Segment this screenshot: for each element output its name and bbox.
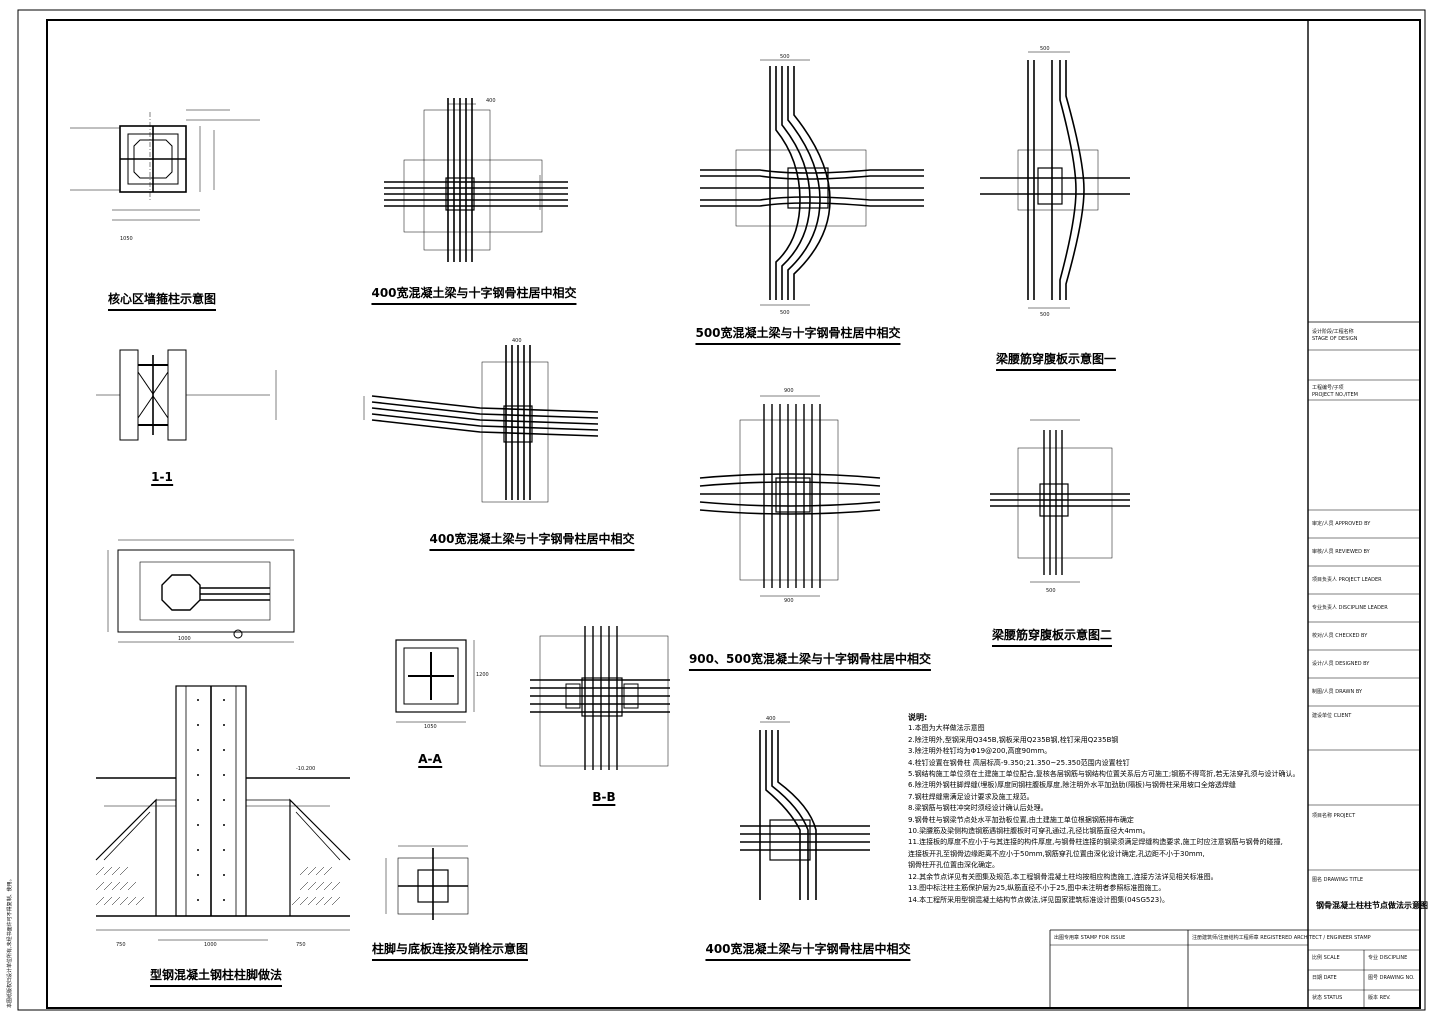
dim-base-plate-width: 1000: [178, 636, 191, 642]
notes-line: 5.钢结构施工单位须在土建施工单位配合,复核各层钢筋与钢结构位置关系后方可施工;…: [908, 770, 1300, 779]
notes-heading: 说明:: [908, 713, 928, 722]
dim-joint-500-top: 500: [780, 54, 790, 60]
notes-line: 连接板开孔至钢骨边缘距离不应小于50mm,钢筋穿孔位置由深化设计确定,孔边距不小…: [908, 849, 1205, 858]
soil-hatch: [95, 866, 341, 906]
title-joint-400-b: 400宽混凝土梁与十字钢骨柱居中相交: [429, 530, 635, 551]
label-section-b-b: B-B: [592, 790, 616, 806]
tb-row: 制图/人员 DRAWN BY: [1312, 689, 1363, 695]
tb-row: 设计/人员 DESIGNED BY: [1312, 661, 1370, 667]
tb-row: 审核/人员 REVIEWED BY: [1312, 549, 1370, 555]
notes-line: 1.本图为大样做法示意图: [908, 724, 985, 733]
joint-400-c: [740, 721, 870, 900]
elevation-mark: -10.200: [296, 766, 316, 772]
title-joint-400-c: 400宽混凝土梁与十字钢骨柱居中相交: [705, 940, 911, 961]
notes-line: 6.除注明外钢柱脚焊缝(埋板)厚度同钢柱腹板厚度,除注明外水平加劲肋(隔板)与钢…: [908, 781, 1236, 790]
tb-design-stage: 设计阶段/工程名称: [1312, 329, 1354, 335]
title-joint-500: 500宽混凝土梁与十字钢骨柱居中相交: [695, 324, 901, 345]
joint-900-500: [699, 395, 881, 597]
notes-line: 8.梁钢筋与钢柱冲突时须经设计确认后处理。: [908, 804, 1048, 813]
notes-line: 11.连接板的厚度不应小于与其连接的构件厚度,与钢骨柱连接的钢梁须满足焊缝构造要…: [908, 838, 1283, 847]
section-1-1: [96, 349, 277, 441]
tb-row: 校对/人员 CHECKED BY: [1312, 633, 1368, 639]
notes-line: 4.栓钉设置在钢骨柱 高层标高-9.350;21.350~25.350范围内设置…: [908, 758, 1130, 767]
joint-400-b: [363, 345, 599, 503]
core-zone-plan: [70, 109, 260, 221]
inner-border: [46, 19, 1421, 1009]
tb-status: 状态 STATUS: [1312, 995, 1343, 1001]
rebar-pass-2: [990, 419, 1130, 583]
section-a-a: [395, 639, 475, 723]
tb-discipline: 专业 DISCIPLINE: [1368, 955, 1408, 961]
dim-pass-1-top: 500: [1040, 46, 1050, 52]
base-plate-plan: [107, 539, 295, 643]
label-section-a-a: A-A: [418, 752, 442, 768]
dim-pass-1-bottom: 500: [1040, 312, 1050, 318]
column-foot-elevation: [95, 685, 351, 941]
base-connection: [385, 845, 469, 920]
joint-500: [700, 59, 924, 306]
section-b-b: [530, 626, 670, 770]
title-rebar-pass-1: 梁腰筋穿腹板示意图一: [995, 350, 1117, 371]
label-section-1-1: 1-1: [151, 470, 173, 486]
notes-line: 9.钢骨柱与钢梁节点处水平加劲板位置,由土建施工单位根据钢筋排布确定: [908, 815, 1134, 824]
tb-design-stage-en: STAGE OF DESIGN: [1312, 336, 1358, 342]
title-column-foot: 型钢混凝土钢柱柱脚做法: [149, 966, 283, 987]
rebar-pass-1: [980, 51, 1130, 309]
title-rebar-pass-2: 梁腰筋穿腹板示意图二: [991, 626, 1113, 647]
notes-line: 钢骨柱开孔位置由深化确定。: [908, 861, 999, 870]
title-joint-400-a: 400宽混凝土梁与十字钢骨柱居中相交: [371, 284, 577, 305]
dim-pass-2-bottom: 500: [1046, 588, 1056, 594]
dim-joint-900-bottom: 900: [784, 598, 794, 604]
column-foot-dots: [197, 699, 225, 901]
side-copyright-note: 本图纸版权归设计单位所有,未经书面许可不得复制、使用。: [7, 876, 13, 1008]
joint-400-a: [384, 98, 568, 262]
tb-reg-stamp: 注册建筑师/注册结构工程师章 REGISTERED ARCHITECT / EN…: [1192, 935, 1371, 941]
title-joint-900-500: 900、500宽混凝土梁与十字钢骨柱居中相交: [688, 650, 932, 671]
notes-line: 7.钢柱焊缝需满足设计要求及施工规范。: [908, 792, 1034, 801]
tb-drawing-title-label: 图名 DRAWING TITLE: [1312, 877, 1364, 883]
dim-foot-right: 750: [296, 942, 306, 948]
notes-line: 10.梁腰筋及梁侧构造钢筋遇钢柱腹板时可穿孔通过,孔径比钢筋直径大4mm。: [908, 827, 1150, 836]
notes-line: 13.图中标注柱主筋保护层为25,纵筋直径不小于25,图中未注明者参照标准图施工…: [908, 884, 1166, 893]
tb-project: 项目名称 PROJECT: [1312, 813, 1356, 819]
general-notes: 说明: 1.本图为大样做法示意图 2.除注明外,型钢采用Q345B,钢板采用Q2…: [908, 712, 1300, 906]
tb-revision: 版本 REV.: [1368, 995, 1391, 1001]
dim-joint-b-top: 400: [512, 338, 522, 344]
dim-joint-a-top: 400: [486, 98, 496, 104]
dim-core-width: 1050: [120, 236, 133, 242]
tb-date: 日期 DATE: [1312, 975, 1337, 981]
title-core-zone: 核心区墙箍柱示意图: [107, 290, 217, 311]
notes-line: 2.除注明外,型钢采用Q345B,钢板采用Q235B钢,栓钉采用Q235B钢: [908, 735, 1119, 744]
dim-foot-width: 1000: [204, 942, 217, 948]
tb-row: 专业负责人 DISCIPLINE LEADER: [1312, 605, 1388, 611]
tb-drawing-title: 钢骨混凝土柱柱节点做法示意图: [1316, 901, 1428, 910]
dim-joint-900-top: 900: [784, 388, 794, 394]
outer-border: [17, 9, 1426, 1011]
notes-line: 3.除注明外栓钉均为Φ19@200,高度90mm。: [908, 747, 1052, 756]
title-base-connection: 柱脚与底板连接及销栓示意图: [371, 940, 529, 961]
notes-line: 14.本工程所采用型钢混凝土结构节点做法,详见国家建筑标准设计图集(04SG52…: [908, 895, 1169, 904]
tb-row: 审定/人员 APPROVED BY: [1312, 521, 1371, 527]
dim-aa-height: 1200: [476, 672, 489, 678]
tb-row: 项目负责人 PROJECT LEADER: [1312, 577, 1382, 583]
dim-foot-left: 750: [116, 942, 126, 948]
tb-drawing-no: 图号 DRAWING NO.: [1368, 975, 1415, 981]
dim-joint-c-top: 400: [766, 716, 776, 722]
tb-project-no: 工程编号/子项: [1312, 385, 1344, 391]
dim-aa-width: 1050: [424, 724, 437, 730]
tb-stamp: 出图专用章 STAMP FOR ISSUE: [1054, 935, 1126, 941]
dim-joint-500-bottom: 500: [780, 310, 790, 316]
notes-line: 12.其余节点详见有关图集及规范,本工程钢骨混凝土柱均按相应构造施工,连接方法详…: [908, 872, 1218, 881]
tb-scale: 比例 SCALE: [1312, 955, 1340, 961]
tb-client: 建设单位 CLIENT: [1312, 713, 1352, 719]
tb-project-no-en: PROJECT NO./ITEM: [1312, 392, 1358, 398]
